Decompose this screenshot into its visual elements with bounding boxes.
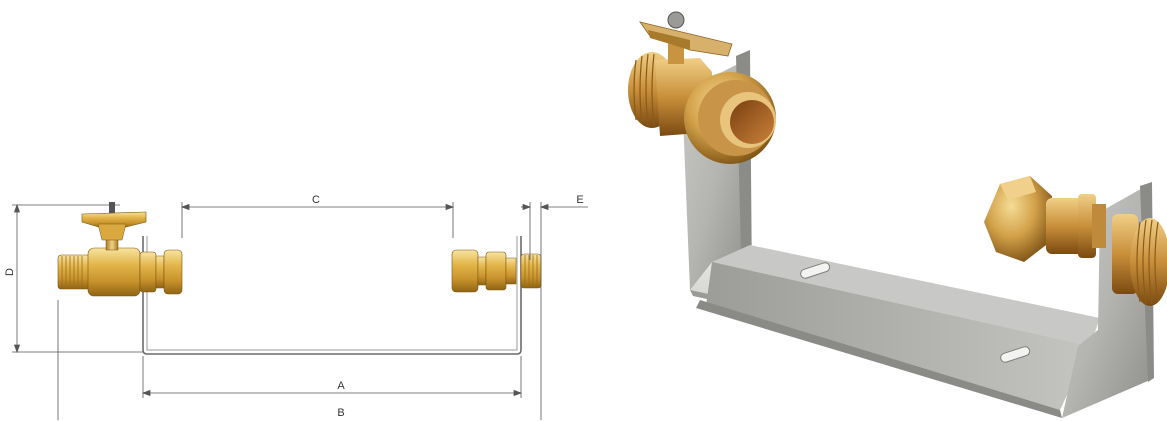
dimension-label-c: C xyxy=(312,194,320,206)
dimension-lines xyxy=(12,202,588,420)
ball-valve-left xyxy=(628,11,776,164)
dimension-label-a: A xyxy=(337,380,345,392)
dimension-label-b: B xyxy=(337,407,344,419)
left-ball-valve xyxy=(57,202,183,297)
right-union-fitting xyxy=(451,249,542,293)
dimension-label-e: E xyxy=(576,194,583,206)
bracket-outline xyxy=(142,236,522,355)
dimension-label-d: D xyxy=(4,268,16,276)
product-photo xyxy=(628,11,1167,418)
union-fitting-right xyxy=(984,176,1167,306)
technical-drawing: C D E A B xyxy=(4,194,588,420)
